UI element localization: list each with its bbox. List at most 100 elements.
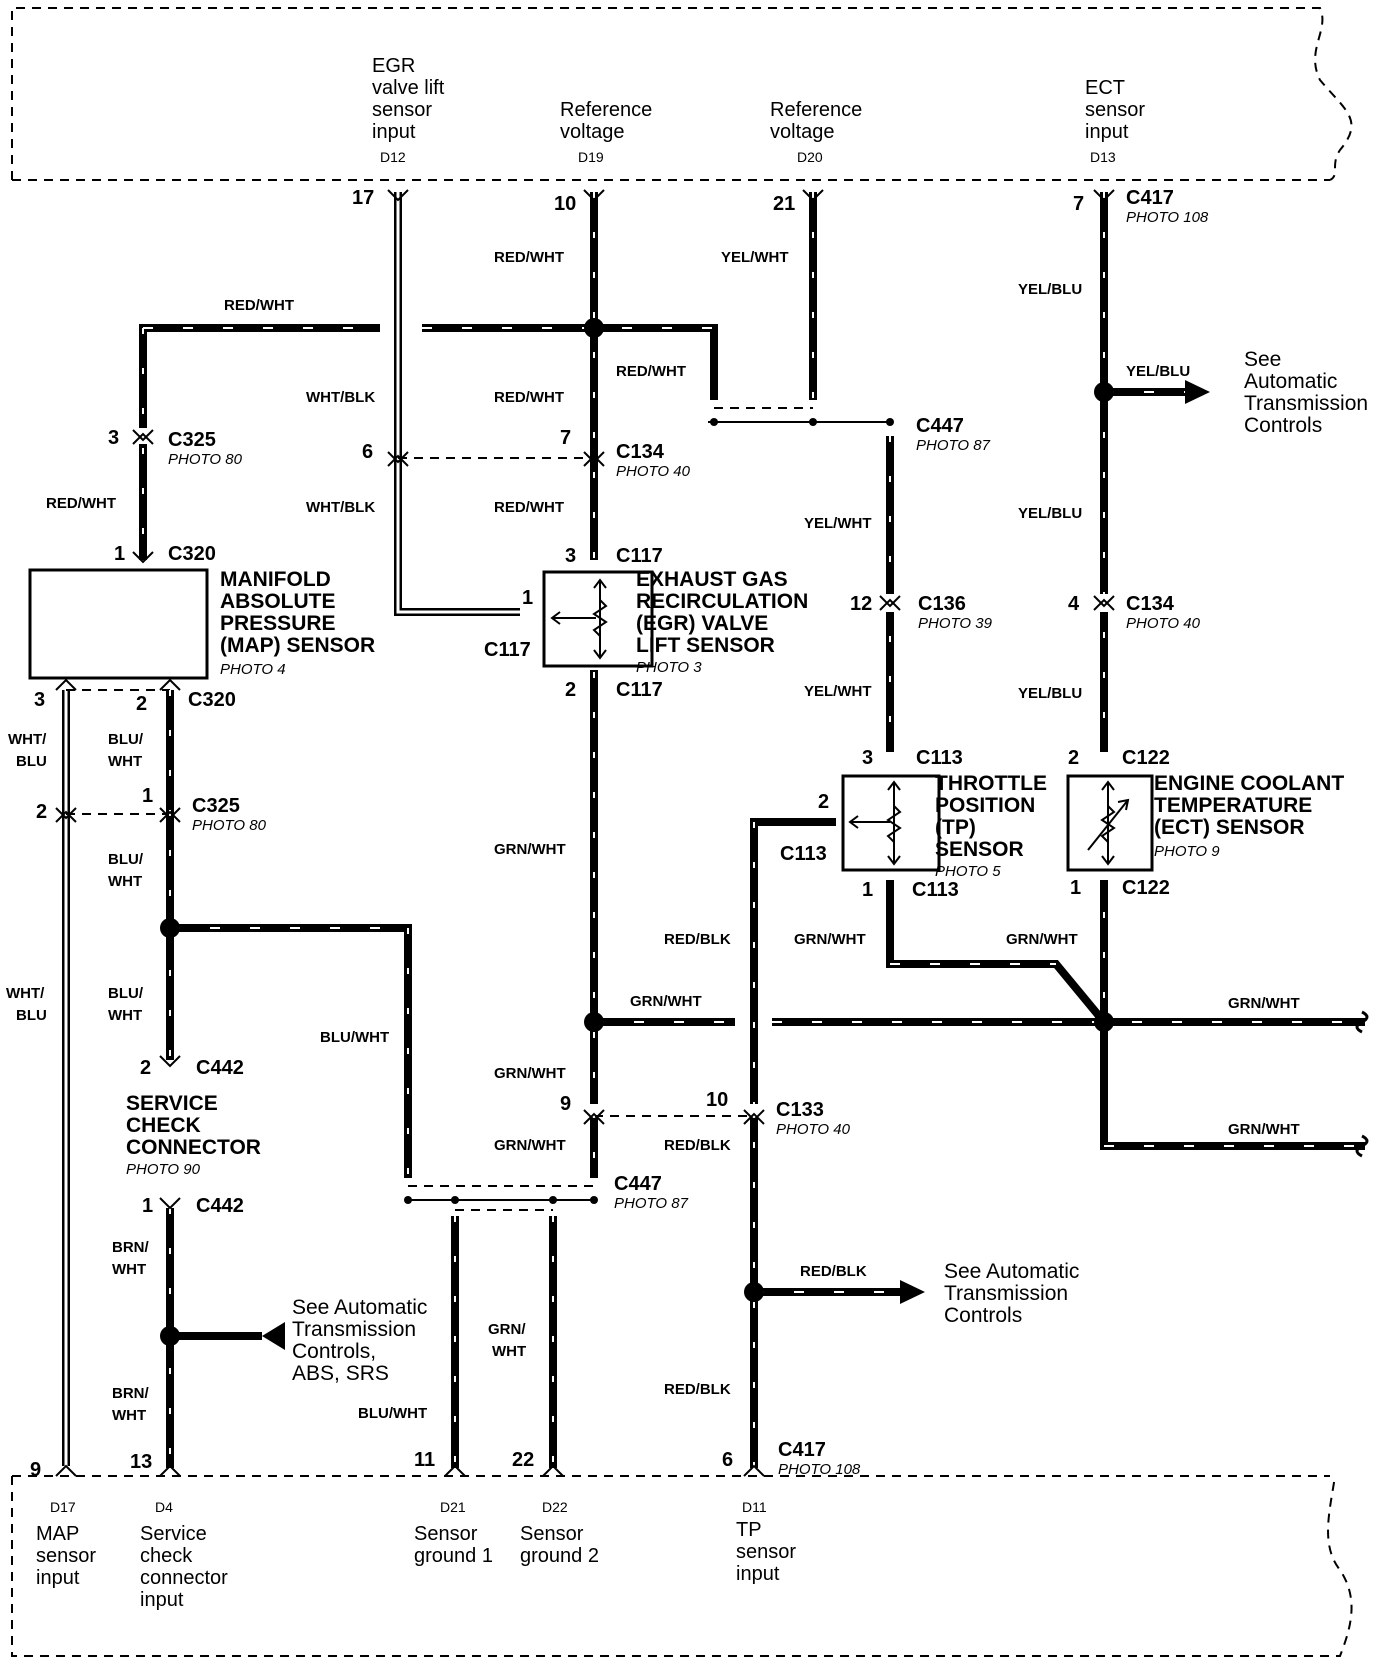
connector-labels: C417 PHOTO 108 C325 PHOTO 80 C134 PHOTO … — [168, 187, 1209, 1478]
svg-text:YEL/WHT: YEL/WHT — [804, 683, 872, 700]
svg-text:D17: D17 — [50, 1499, 76, 1515]
splice-ground-egr — [584, 1012, 604, 1032]
svg-text:YEL/WHT: YEL/WHT — [721, 249, 789, 266]
svg-text:3: 3 — [862, 747, 873, 769]
svg-text:C442: C442 — [196, 1057, 244, 1079]
svg-text:BLU/WHT: BLU/WHT — [358, 1405, 427, 1422]
svg-text:sensor: sensor — [372, 99, 432, 121]
ect-sensor-label: ENGINE COOLANT TEMPERATURE (ECT) SENSOR … — [1154, 772, 1344, 860]
svg-text:4: 4 — [1068, 593, 1080, 615]
note-tp-atc: See Automatic Transmission Controls — [944, 1260, 1079, 1327]
svg-text:D19: D19 — [578, 149, 604, 165]
svg-text:voltage: voltage — [770, 121, 835, 143]
svg-text:GRN/WHT: GRN/WHT — [494, 1065, 566, 1082]
ecm-bottom-outline — [11, 1475, 1353, 1657]
splice-ground-bus — [1094, 1012, 1114, 1032]
svg-text:11: 11 — [414, 1449, 435, 1471]
egr-sensor-box — [542, 570, 654, 668]
svg-text:Sensor: Sensor — [414, 1523, 478, 1545]
svg-text:TP: TP — [736, 1519, 762, 1541]
svg-text:7: 7 — [1073, 193, 1084, 215]
svg-text:C117: C117 — [484, 639, 531, 661]
wire-end-break-2 — [1355, 1134, 1369, 1158]
svg-text:C117: C117 — [616, 545, 663, 567]
svg-text:PHOTO 87: PHOTO 87 — [916, 437, 991, 454]
svg-text:input: input — [372, 121, 416, 143]
svg-text:3: 3 — [565, 545, 576, 567]
svg-text:YEL/BLU: YEL/BLU — [1018, 685, 1082, 702]
svg-text:Transmission: Transmission — [1244, 392, 1368, 415]
svg-text:BLU/WHT: BLU/WHT — [320, 1029, 389, 1046]
splice-points — [160, 318, 1114, 1346]
svg-text:See: See — [1244, 348, 1281, 371]
svg-text:PHOTO 40: PHOTO 40 — [616, 463, 691, 480]
svg-text:WHT/: WHT/ — [8, 731, 47, 748]
splice-ref — [584, 318, 604, 338]
svg-text:C325: C325 — [168, 429, 216, 451]
svg-text:See Automatic: See Automatic — [292, 1296, 427, 1319]
svg-text:C325: C325 — [192, 795, 240, 817]
svg-text:RED/BLK: RED/BLK — [664, 1381, 731, 1398]
svg-text:Reference: Reference — [770, 99, 862, 121]
wire-egr-signal — [394, 192, 520, 616]
svg-text:RED/WHT: RED/WHT — [494, 389, 564, 406]
svg-text:connector: connector — [140, 1567, 228, 1589]
svg-text:6: 6 — [722, 1449, 733, 1471]
svg-text:2: 2 — [1068, 747, 1079, 769]
svg-text:2: 2 — [565, 679, 576, 701]
svg-text:PHOTO 40: PHOTO 40 — [1126, 615, 1201, 632]
svg-text:BRN/: BRN/ — [112, 1239, 149, 1256]
svg-text:WHT/BLK: WHT/BLK — [306, 389, 375, 406]
svg-text:D13: D13 — [1090, 149, 1116, 165]
svg-text:RED/WHT: RED/WHT — [494, 249, 564, 266]
svg-text:input: input — [736, 1563, 780, 1585]
svg-text:1: 1 — [522, 587, 533, 609]
tp-sensor-box — [841, 774, 941, 872]
svg-text:BLU/: BLU/ — [108, 851, 144, 868]
svg-text:RECIRCULATION: RECIRCULATION — [636, 590, 808, 613]
svg-text:C320: C320 — [168, 543, 216, 565]
svg-text:C113: C113 — [912, 879, 959, 901]
ect-sensor-box — [1066, 774, 1154, 872]
svg-text:RED/BLK: RED/BLK — [664, 931, 731, 948]
svg-text:2: 2 — [140, 1057, 151, 1079]
svg-text:C133: C133 — [776, 1099, 824, 1121]
svg-text:sensor: sensor — [1085, 99, 1145, 121]
svg-text:MAP: MAP — [36, 1523, 79, 1545]
splice-map-ground — [160, 918, 180, 938]
svg-text:(ECT) SENSOR: (ECT) SENSOR — [1154, 816, 1305, 839]
svg-text:EGR: EGR — [372, 55, 415, 77]
svg-text:Controls: Controls — [1244, 414, 1322, 437]
svg-text:Reference: Reference — [560, 99, 652, 121]
svg-text:D11: D11 — [742, 1499, 767, 1515]
svg-text:ABSOLUTE: ABSOLUTE — [220, 590, 336, 613]
svg-text:CHECK: CHECK — [126, 1114, 201, 1137]
svg-text:PHOTO 5: PHOTO 5 — [935, 863, 1001, 880]
svg-text:Service: Service — [140, 1523, 207, 1545]
ecm-d4-label: D4 Service check connector input — [140, 1499, 228, 1611]
svg-text:(EGR) VALVE: (EGR) VALVE — [636, 612, 768, 635]
svg-text:sensor: sensor — [736, 1541, 796, 1563]
svg-text:C447: C447 — [916, 415, 964, 437]
svg-text:check: check — [140, 1545, 193, 1567]
svg-text:GRN/WHT: GRN/WHT — [1228, 995, 1300, 1012]
svg-text:valve lift: valve lift — [372, 77, 445, 99]
svg-text:SENSOR: SENSOR — [935, 838, 1024, 861]
svg-text:PHOTO 80: PHOTO 80 — [168, 451, 243, 468]
svg-text:D20: D20 — [797, 149, 823, 165]
svg-text:1: 1 — [114, 543, 125, 565]
svg-text:C134: C134 — [1126, 593, 1175, 615]
svg-text:THROTTLE: THROTTLE — [935, 772, 1047, 795]
svg-text:See Automatic: See Automatic — [944, 1260, 1079, 1283]
svg-text:BLU: BLU — [16, 1007, 47, 1024]
wire-ref-right — [594, 324, 718, 400]
svg-text:C447: C447 — [614, 1173, 662, 1195]
svg-text:YEL/WHT: YEL/WHT — [804, 515, 872, 532]
svg-text:ENGINE COOLANT: ENGINE COOLANT — [1154, 772, 1344, 795]
svg-text:sensor: sensor — [36, 1545, 96, 1567]
svg-text:D12: D12 — [380, 149, 406, 165]
arrow-tp-branch — [900, 1280, 925, 1304]
svg-text:12: 12 — [850, 593, 872, 615]
ecm-d17-label: D17 MAP sensor input — [36, 1499, 96, 1589]
